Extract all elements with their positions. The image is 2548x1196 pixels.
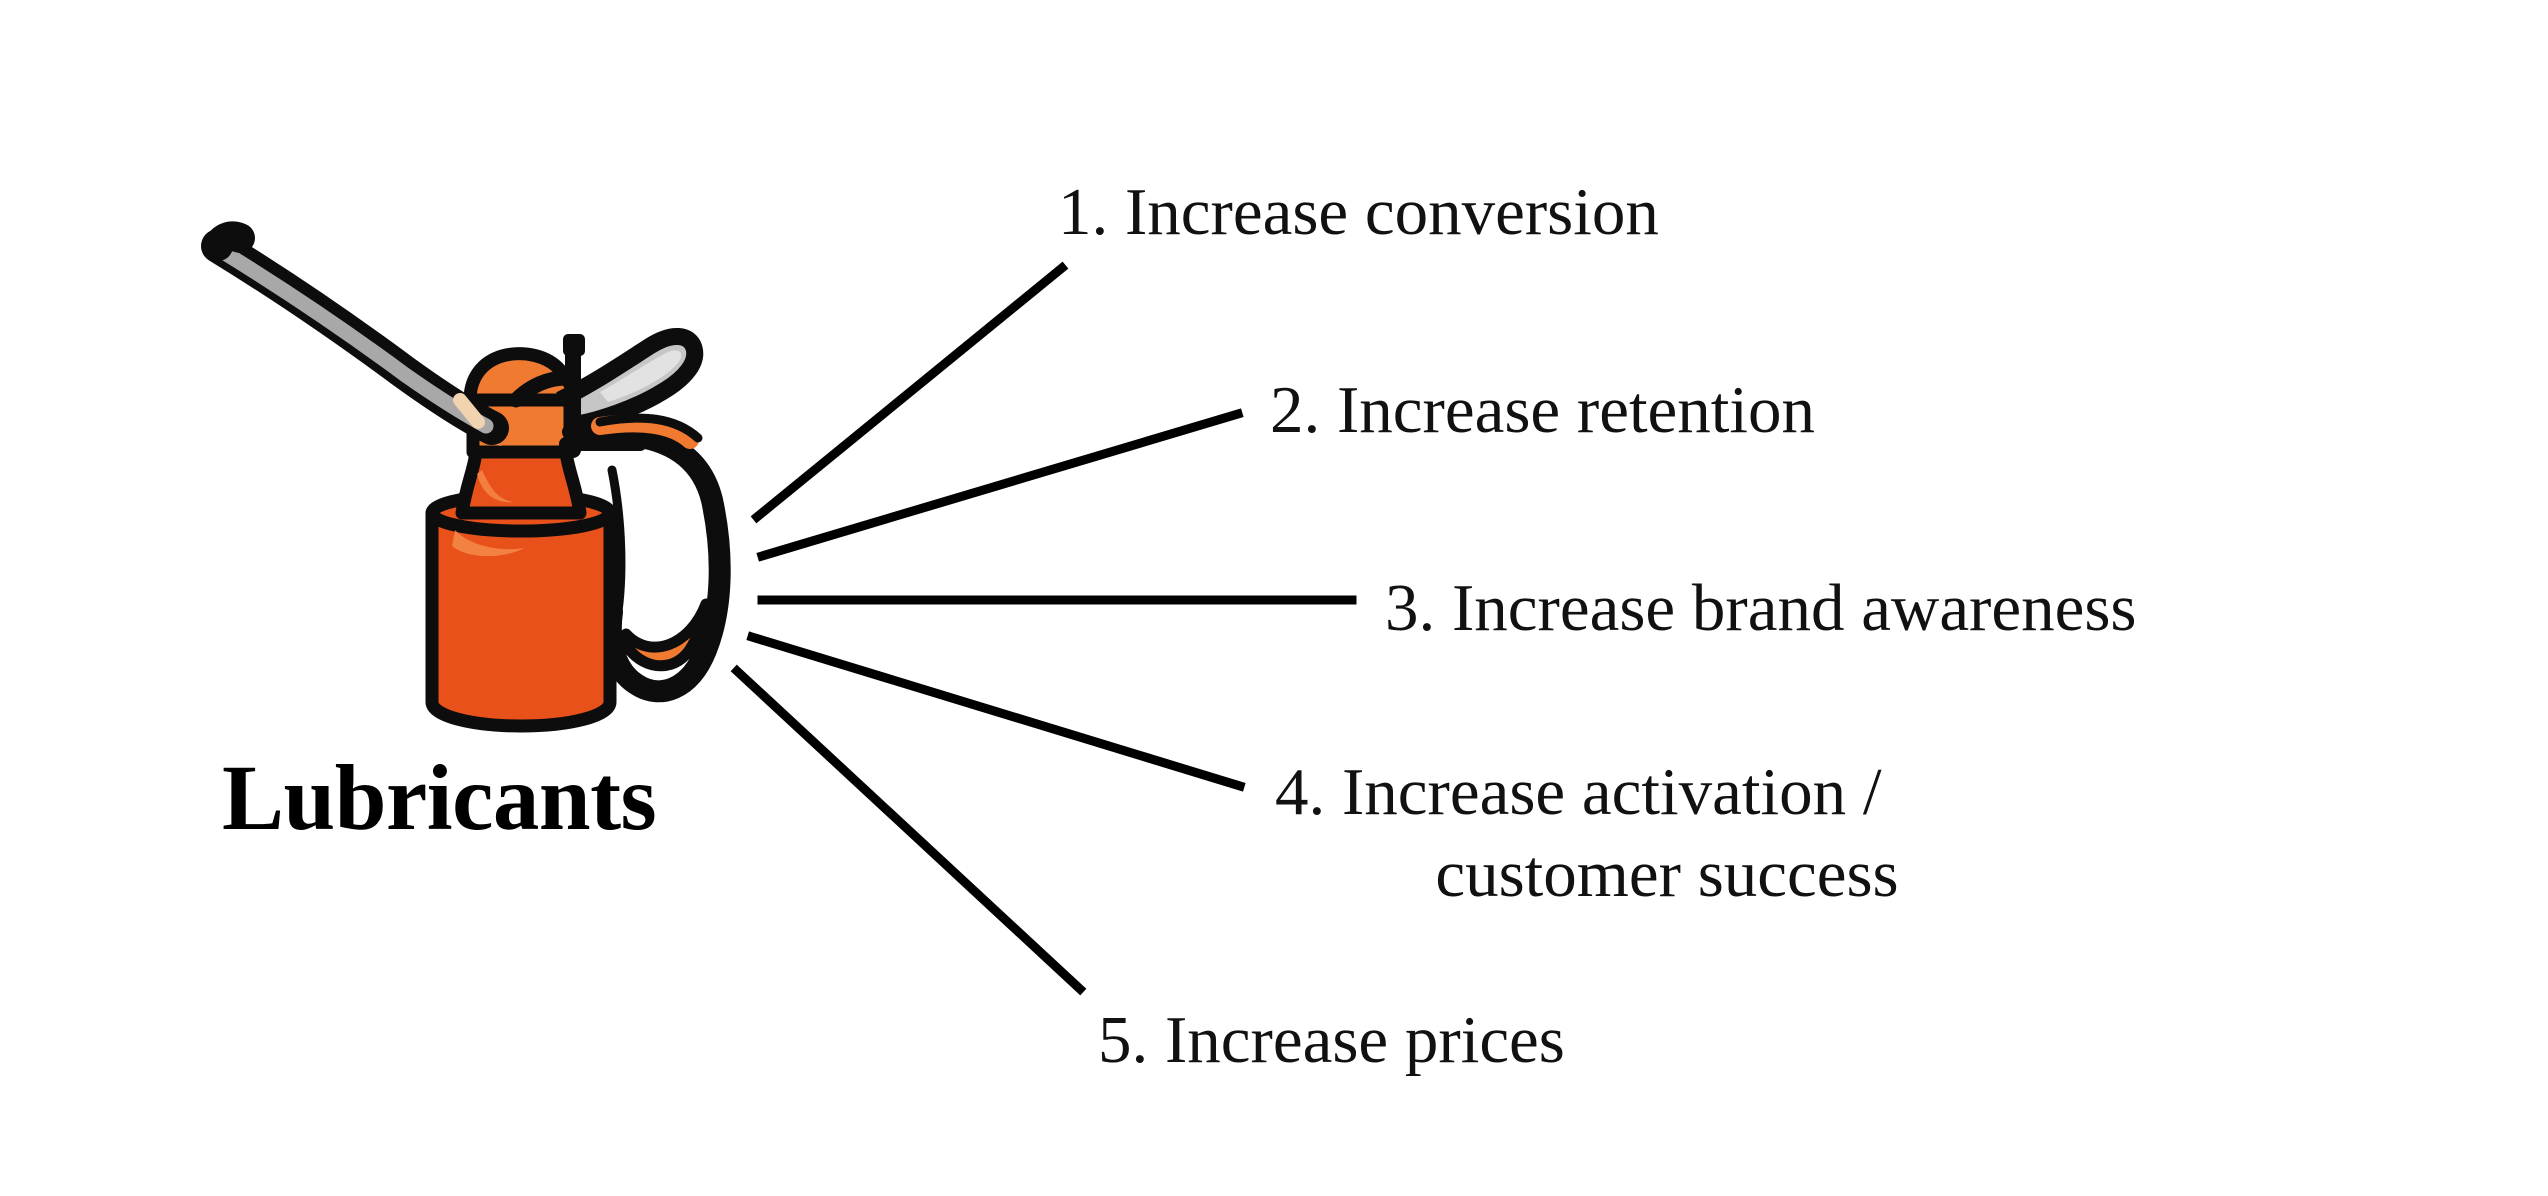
list-item-4: 4. Increase activation / customer succes… bbox=[1275, 752, 2095, 915]
connector-line-2 bbox=[756, 408, 1244, 562]
list-item-4-line-1: 4. Increase activation / bbox=[1275, 755, 1882, 829]
oil-can-loop-handle bbox=[589, 423, 731, 703]
list-item-2: 2. Increase retention bbox=[1270, 373, 1816, 447]
connector-lines bbox=[730, 261, 1357, 996]
oil-can-loop-inner-edge bbox=[607, 465, 626, 629]
connector-line-5 bbox=[730, 664, 1087, 996]
oil-can-loop-handle-fill bbox=[620, 598, 712, 672]
oil-can-body-highlight bbox=[452, 530, 525, 557]
oil-can-shoulder-highlight bbox=[477, 470, 514, 503]
oil-can-lever-highlight bbox=[600, 350, 682, 402]
root-node-label: Lubricants bbox=[222, 747, 657, 850]
oil-can-lever-pivot bbox=[563, 334, 585, 356]
oil-can-body bbox=[425, 506, 617, 733]
connector-line-1 bbox=[750, 261, 1069, 524]
oil-can-handle-orange-top-outline bbox=[595, 413, 703, 443]
oil-can-spout-tip bbox=[203, 221, 255, 261]
list-item-5: 5. Increase prices bbox=[1098, 1003, 1565, 1077]
list-item-3: 3. Increase brand awareness bbox=[1385, 571, 2137, 645]
list-item-1: 1. Increase conversion bbox=[1058, 175, 1659, 249]
oil-can-spout-ferrule bbox=[453, 393, 485, 429]
oil-can-shoulder bbox=[455, 445, 587, 520]
oil-can-lever-linkage bbox=[508, 370, 574, 408]
oil-can-spout bbox=[212, 242, 494, 434]
oil-can-icon bbox=[201, 221, 731, 733]
list-item-4-line-2: customer success bbox=[1435, 836, 1899, 911]
connector-line-4 bbox=[746, 631, 1246, 792]
